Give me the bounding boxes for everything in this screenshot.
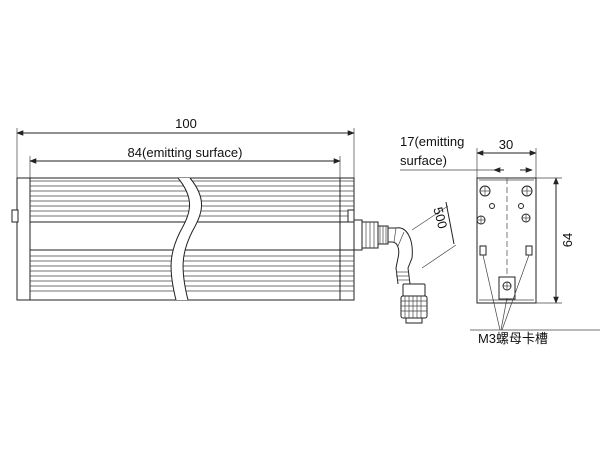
mount-hole-mid-left — [476, 215, 486, 225]
emitting-width-label-line2: surface) — [400, 153, 447, 168]
side-view: 17(emitting surface) 30 — [400, 134, 600, 346]
break-mark — [170, 177, 203, 301]
cable-connector — [353, 219, 389, 251]
width-label: 30 — [499, 137, 513, 152]
right-mount-tab — [347, 209, 355, 223]
nut-slot-right — [525, 245, 533, 256]
small-hole-right — [518, 203, 524, 209]
overall-length-label: 100 — [175, 116, 197, 131]
mount-hole-top-left — [479, 185, 491, 197]
lower-fins — [30, 255, 354, 292]
cable-length-label: 500 — [430, 205, 450, 230]
emitting-width-label-line1: 17(emitting — [400, 134, 464, 149]
nut-slot-left — [479, 245, 487, 256]
nut-slot-leaders — [470, 254, 600, 331]
mount-hole-top-right — [521, 185, 533, 197]
height-label: 64 — [560, 233, 575, 247]
left-mount-tab — [11, 209, 19, 223]
nut-slot-callout-label: M3螺母卡槽 — [478, 331, 548, 346]
front-view: 100 84(emitting surface) — [11, 116, 457, 324]
cable-length-dimension-line — [445, 201, 455, 245]
mount-hole-mid-right — [521, 213, 531, 223]
small-hole-left — [489, 203, 495, 209]
cable-elbow — [388, 227, 413, 285]
cable-plug — [400, 283, 428, 324]
emitting-length-label: 84(emitting surface) — [128, 145, 243, 160]
